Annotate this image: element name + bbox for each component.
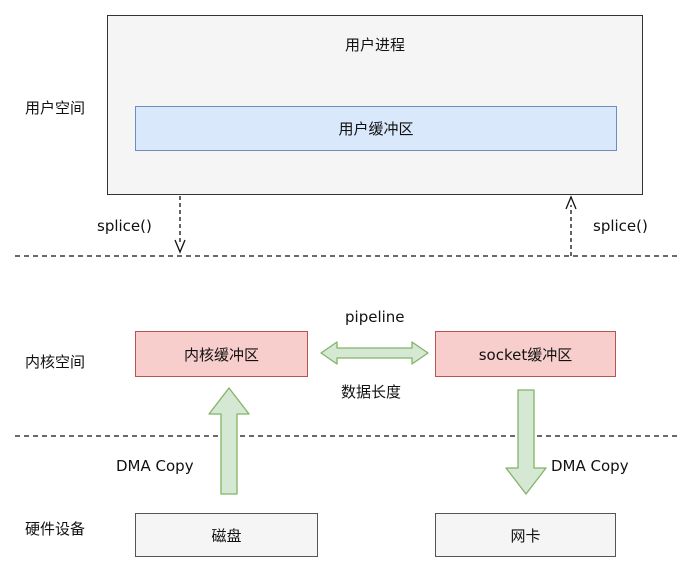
pipeline-double-arrow <box>320 341 429 365</box>
dma-down-arrow <box>505 389 547 495</box>
user-space-label: 用户空间 <box>25 99 86 117</box>
pipeline-label: pipeline <box>345 308 405 326</box>
disk-box: 磁盘 <box>135 513 318 557</box>
user-process-box <box>107 15 643 195</box>
nic-label: 网卡 <box>510 526 541 545</box>
kernel-buffer-label: 内核缓冲区 <box>183 345 259 364</box>
pipeline-length-label: 数据长度 <box>341 383 402 401</box>
user-buffer-label: 用户缓冲区 <box>338 120 414 138</box>
user-process-title: 用户进程 <box>344 36 405 54</box>
dma-copy-right-label: DMA Copy <box>551 457 629 475</box>
dma-up-arrow <box>208 387 250 495</box>
splice-left-label: splice() <box>97 217 152 235</box>
splice-down-arrow-head <box>174 239 186 254</box>
nic-box: 网卡 <box>435 513 616 557</box>
user-buffer-box: 用户缓冲区 <box>135 106 617 151</box>
splice-up-arrow-head <box>565 195 577 210</box>
kernel-buffer-box: 内核缓冲区 <box>135 331 308 377</box>
splice-right-label: splice() <box>593 217 648 235</box>
disk-label: 磁盘 <box>211 526 242 545</box>
kernel-space-label: 内核空间 <box>25 353 86 371</box>
dma-copy-left-label: DMA Copy <box>116 457 194 475</box>
hardware-label: 硬件设备 <box>25 520 86 538</box>
socket-buffer-label: socket缓冲区 <box>478 345 573 364</box>
socket-buffer-box: socket缓冲区 <box>435 331 616 377</box>
